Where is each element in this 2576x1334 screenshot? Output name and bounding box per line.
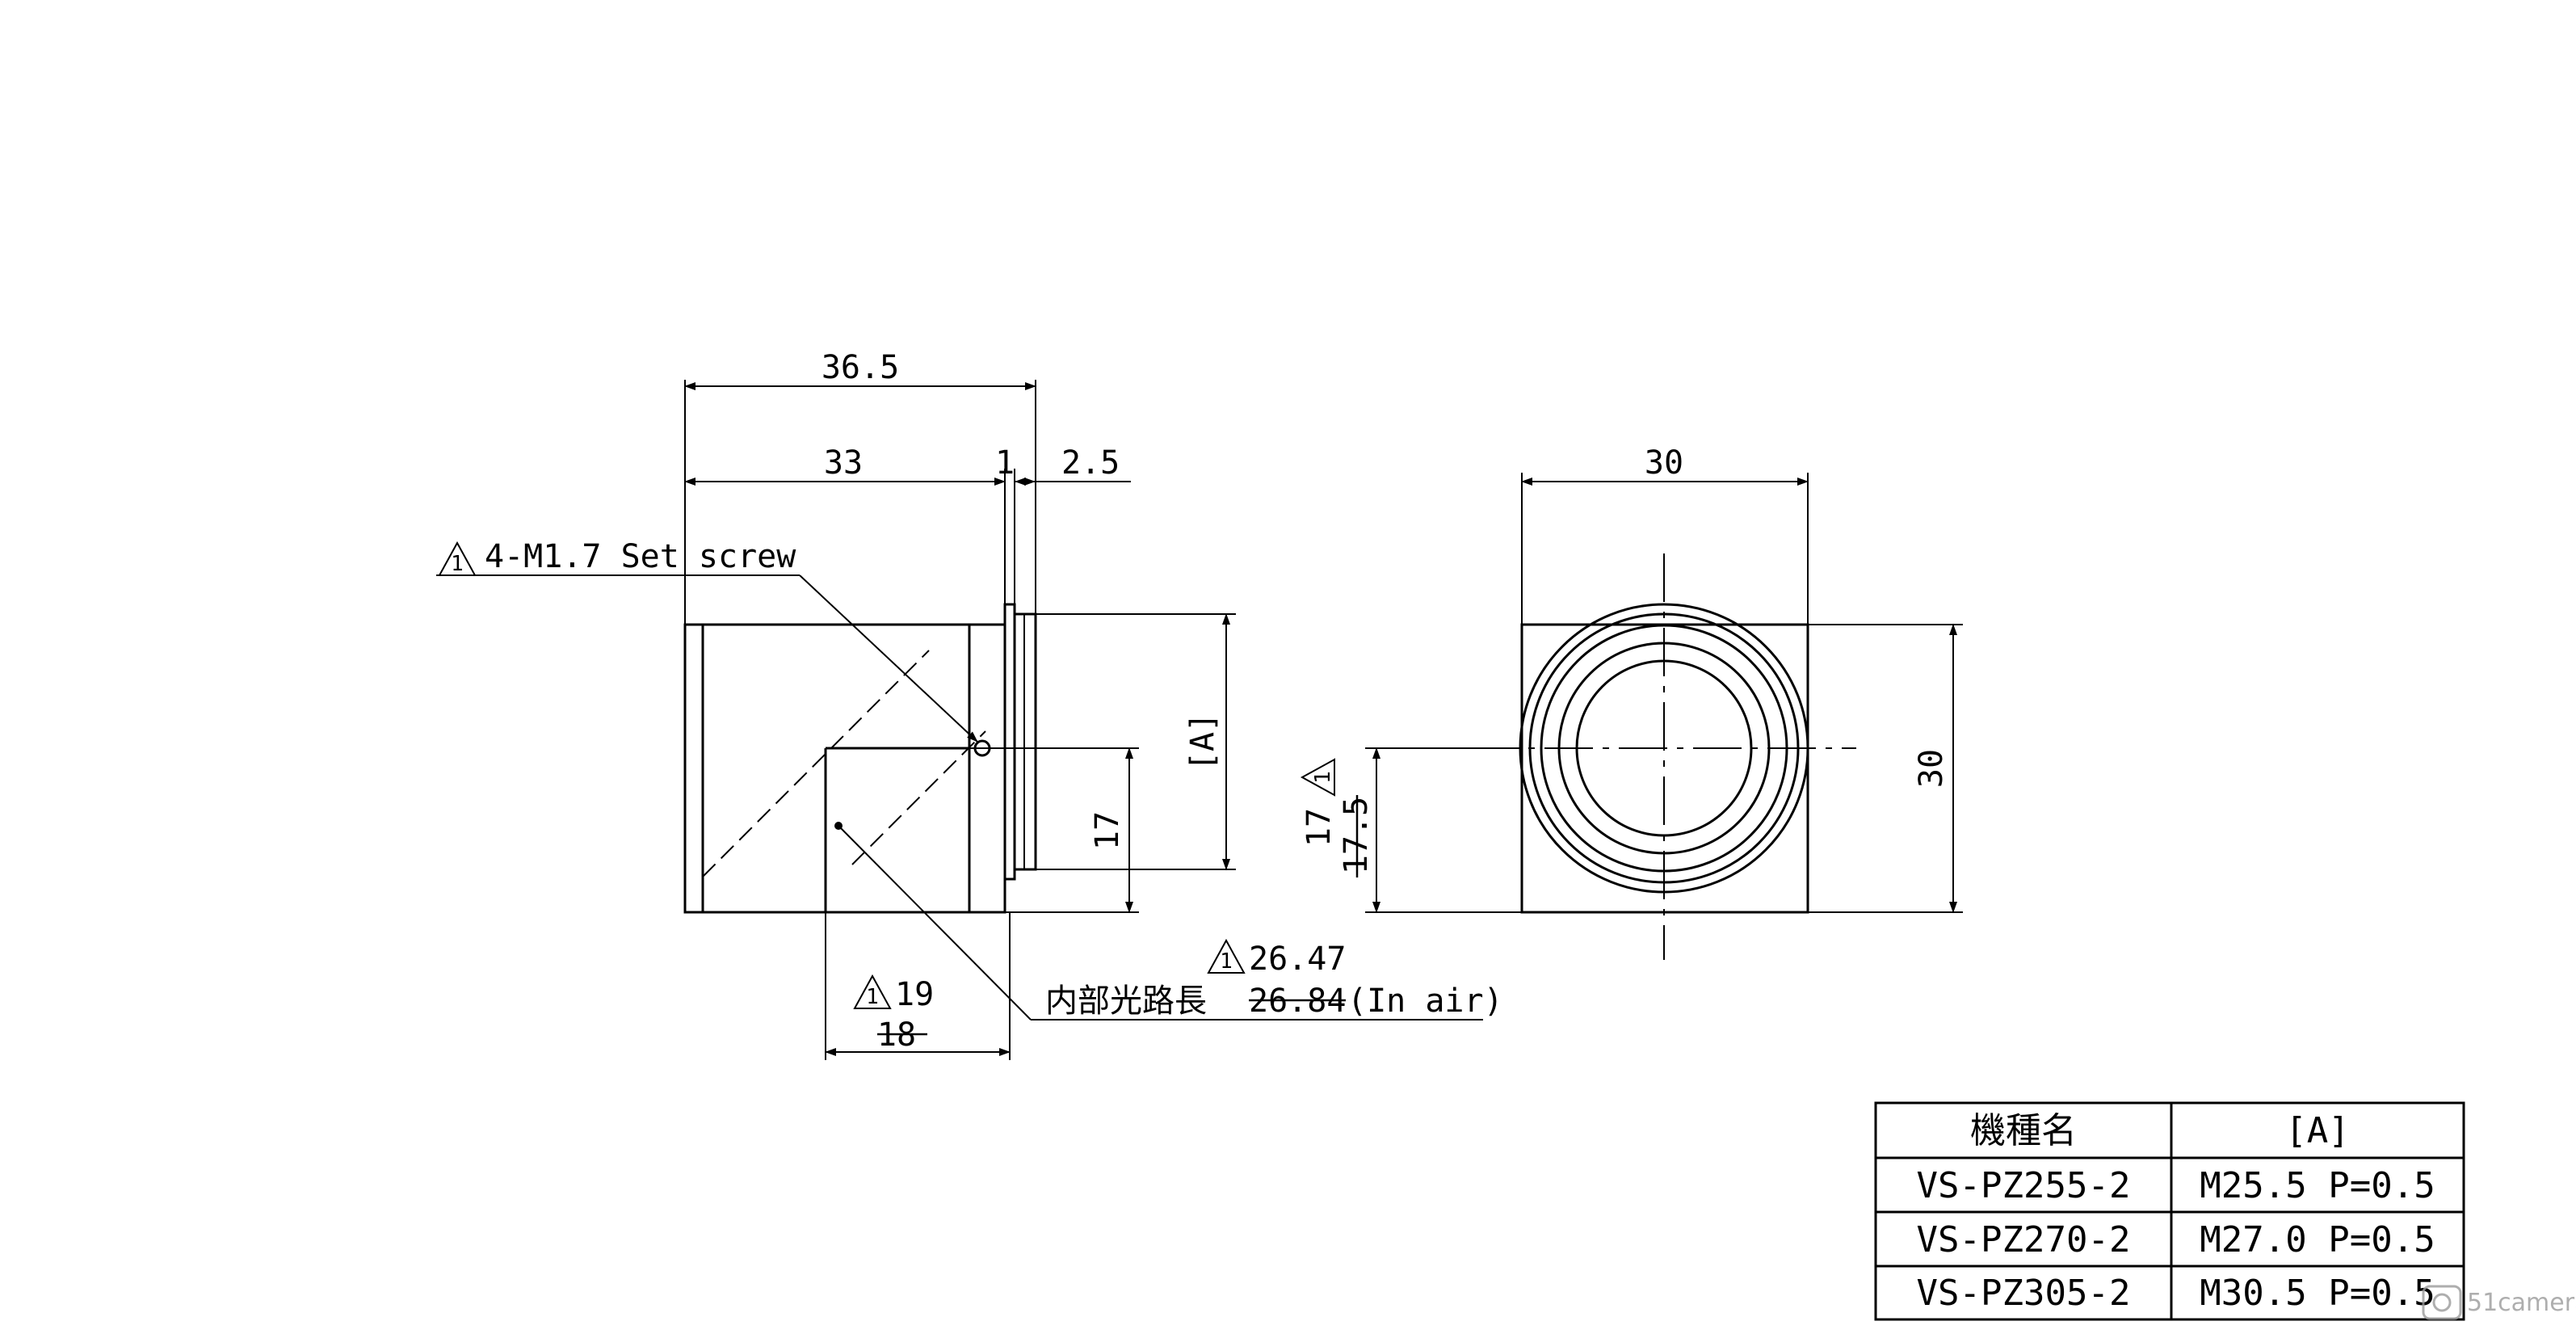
revision-triangle-path: 1 <box>1207 938 1246 974</box>
revision-triangle-set-screw: 1 <box>438 541 477 576</box>
table-cell-thread: M25.5 P=0.5 <box>2200 1165 2435 1206</box>
side-flange <box>1003 603 1016 881</box>
table-cell-model: VS-PZ305-2 <box>1917 1273 2131 1314</box>
svg-text:1: 1 <box>1220 949 1233 974</box>
side-body-outline <box>683 623 1006 914</box>
front-view: 30 30 1 17 17.5 <box>1300 444 1963 960</box>
dim-front-height: 30 <box>1913 749 1950 788</box>
watermark-brand: 51camera <box>2467 1289 2576 1317</box>
side-view: 1 4-M1.7 Set screw 36.5 33 1 2.5 [A] 17 <box>436 349 1503 1060</box>
dim-body: 33 <box>824 444 863 482</box>
set-screw-note: 4-M1.7 Set screw <box>485 538 796 575</box>
watermark-logo-icon <box>2422 1285 2462 1320</box>
revision-triangle-depth: 1 <box>853 974 892 1009</box>
dim-front-width: 30 <box>1645 444 1683 482</box>
svg-text:1: 1 <box>1311 771 1335 784</box>
optical-path-medium: (In air) <box>1347 983 1503 1020</box>
dim-thread: [A] <box>1184 713 1221 771</box>
table-header-thread: [A] <box>2285 1110 2349 1151</box>
dim-front-center-new: 17 <box>1301 808 1338 847</box>
dim-mount: 2.5 <box>1061 444 1120 482</box>
table-header-model: 機種名 <box>1970 1110 2077 1151</box>
optical-path-new: 26.47 <box>1249 941 1346 978</box>
table-cell-thread: M30.5 P=0.5 <box>2200 1273 2435 1314</box>
model-table: 機種名 [A] VS-PZ255-2 M25.5 P=0.5 VS-PZ270-… <box>1874 1101 2465 1321</box>
prism-hidden-diagonal-2 <box>851 730 986 865</box>
revision-triangle-front: 1 <box>1300 758 1335 797</box>
optical-path-label: 内部光路長 <box>1045 983 1207 1020</box>
dim-overall: 36.5 <box>822 349 899 386</box>
table-cell-model: VS-PZ255-2 <box>1917 1165 2131 1206</box>
set-screw-marker <box>973 739 991 757</box>
table-cell-model: VS-PZ270-2 <box>1917 1219 2131 1260</box>
dim-flange: 1 <box>995 444 1015 482</box>
set-screw-leader <box>799 574 978 743</box>
watermark: 51camera <box>2422 1285 2576 1320</box>
svg-text:1: 1 <box>451 552 464 576</box>
dim-axis-height: 17 <box>1089 811 1126 850</box>
optical-path-leader <box>838 825 1032 1020</box>
svg-text:1: 1 <box>866 985 879 1009</box>
prism-hidden-diagonal-1 <box>702 650 930 877</box>
dim-depth-new: 19 <box>895 976 934 1013</box>
table-cell-thread: M27.0 P=0.5 <box>2200 1219 2435 1260</box>
